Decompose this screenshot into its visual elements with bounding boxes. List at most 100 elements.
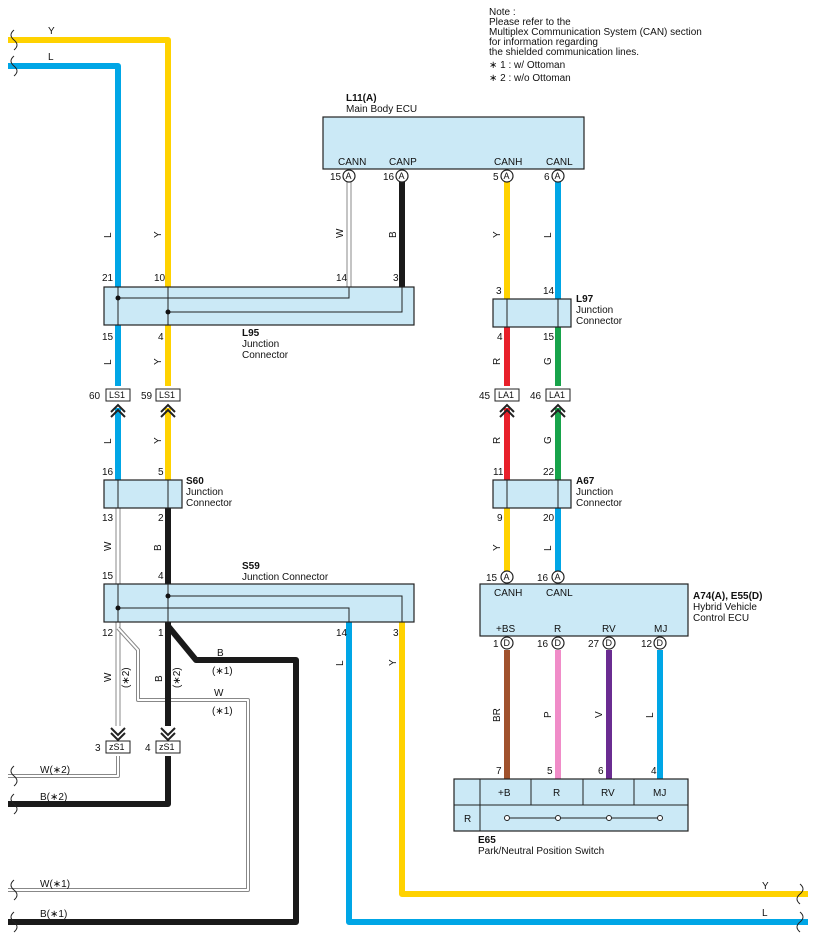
pin-numbers: 15 16 5 6 21 10 14 3 15 4 3 14 4 15 16 5… — [102, 172, 657, 777]
svg-text:15: 15 — [543, 332, 555, 343]
wire-y-top — [8, 37, 171, 288]
svg-text:W(∗1): W(∗1) — [40, 879, 70, 890]
svg-text:G: G — [543, 436, 554, 444]
svg-text:zS1: zS1 — [159, 742, 175, 752]
a74-term-rv: RV — [602, 624, 616, 635]
svg-text:16: 16 — [102, 467, 114, 478]
e65-id: E65 — [478, 835, 496, 846]
svg-text:A: A — [555, 171, 561, 181]
wire-b2-out — [8, 756, 171, 807]
svg-text:6: 6 — [598, 766, 604, 777]
svg-text:Y: Y — [492, 544, 503, 551]
l95-name2: Connector — [242, 350, 289, 361]
s60-id: S60 — [186, 476, 204, 487]
svg-text:BR: BR — [492, 708, 503, 722]
svg-text:3: 3 — [496, 286, 502, 297]
svg-text:LS1: LS1 — [159, 390, 175, 400]
a74-name2: Control ECU — [693, 613, 749, 624]
a67-name2: Connector — [576, 498, 623, 509]
svg-text:Multiplex Communication System: Multiplex Communication System (CAN) sec… — [489, 27, 702, 38]
l97-name1: Junction — [576, 305, 613, 316]
wire-l-s59-out — [346, 622, 808, 925]
svg-text:D: D — [606, 638, 613, 648]
svg-text:Y: Y — [388, 659, 399, 666]
svg-text:for information regarding: for information regarding — [489, 37, 598, 48]
svg-text:∗ 2 : w/o Ottoman: ∗ 2 : w/o Ottoman — [489, 73, 571, 84]
svg-text:R: R — [492, 358, 503, 365]
wire-color-labels: Y L L Y W B Y L L Y R G L Y R G W B Y L … — [40, 26, 769, 920]
svg-text:15: 15 — [330, 172, 342, 183]
svg-text:Y: Y — [492, 231, 503, 238]
la1-pin-b: 46 — [530, 391, 542, 402]
svg-text:12: 12 — [102, 628, 114, 639]
e65-row-label: R — [464, 814, 471, 825]
svg-text:LA1: LA1 — [498, 390, 514, 400]
svg-text:(∗2): (∗2) — [172, 667, 183, 688]
svg-text:4: 4 — [158, 571, 164, 582]
svg-text:14: 14 — [543, 286, 555, 297]
e65-term-rv: RV — [601, 788, 615, 799]
svg-text:B(∗1): B(∗1) — [40, 909, 67, 920]
svg-text:W: W — [335, 228, 346, 238]
svg-text:G: G — [543, 357, 554, 365]
wire-b1-branch — [8, 624, 299, 925]
svg-text:L: L — [543, 545, 554, 551]
svg-text:LA1: LA1 — [549, 390, 565, 400]
svg-text:(∗1): (∗1) — [212, 706, 233, 717]
svg-text:L: L — [103, 232, 114, 238]
a74-pin-circles — [500, 570, 667, 650]
a74-term-canh: CANH — [494, 588, 522, 599]
main-body-ecu-term-cann: CANN — [338, 157, 366, 168]
svg-text:14: 14 — [336, 273, 348, 284]
svg-text:B: B — [217, 648, 224, 659]
l97-id: L97 — [576, 294, 594, 305]
e65-term-mj: MJ — [653, 788, 666, 799]
svg-text:L: L — [48, 52, 54, 63]
svg-text:10: 10 — [154, 273, 166, 284]
svg-text:2: 2 — [158, 513, 164, 524]
a74-name1: Hybrid Vehicle — [693, 602, 757, 613]
svg-text:20: 20 — [543, 513, 555, 524]
main-body-ecu-box — [322, 116, 585, 170]
svg-text:27: 27 — [588, 639, 600, 650]
main-body-ecu-id: L11(A) — [346, 93, 377, 104]
connector-ls1 — [105, 388, 181, 418]
svg-text:the shielded communication lin: the shielded communication lines. — [489, 47, 639, 58]
svg-text:Note :: Note : — [489, 7, 516, 18]
svg-text:L: L — [645, 712, 656, 718]
svg-text:15: 15 — [102, 571, 114, 582]
svg-text:B(∗2): B(∗2) — [40, 792, 67, 803]
svg-text:Y: Y — [48, 26, 55, 37]
s60-name1: Junction — [186, 487, 223, 498]
svg-text:5: 5 — [547, 766, 553, 777]
svg-text:W(∗2): W(∗2) — [40, 765, 70, 776]
a74-term-r: R — [554, 624, 561, 635]
a74-id: A74(A), E55(D) — [693, 591, 762, 602]
svg-text:Y: Y — [153, 358, 164, 365]
svg-text:A: A — [504, 572, 510, 582]
svg-text:L: L — [762, 908, 768, 919]
svg-text:L: L — [543, 232, 554, 238]
svg-text:Please refer to the: Please refer to the — [489, 17, 571, 28]
s59-name: Junction Connector — [242, 572, 329, 583]
svg-text:B: B — [154, 675, 165, 682]
svg-text:∗ 1 : w/ Ottoman: ∗ 1 : w/ Ottoman — [489, 60, 565, 71]
wire-l-top — [8, 63, 121, 288]
junction-connector-s59 — [103, 583, 415, 623]
svg-text:W: W — [103, 541, 114, 551]
svg-text:A: A — [555, 572, 561, 582]
main-body-ecu-term-canp: CANP — [389, 157, 417, 168]
svg-text:zS1: zS1 — [109, 742, 125, 752]
a67-name1: Junction — [576, 487, 613, 498]
junction-connector-l95 — [103, 286, 415, 326]
svg-text:15: 15 — [486, 573, 498, 584]
svg-text:3: 3 — [393, 273, 399, 284]
l11-pin-circles — [342, 169, 565, 183]
svg-text:12: 12 — [641, 639, 653, 650]
svg-text:D: D — [657, 638, 664, 648]
svg-text:4: 4 — [651, 766, 657, 777]
a74-term-mj: MJ — [654, 624, 667, 635]
junction-connector-a67 — [492, 479, 572, 509]
svg-text:B: B — [388, 231, 399, 238]
